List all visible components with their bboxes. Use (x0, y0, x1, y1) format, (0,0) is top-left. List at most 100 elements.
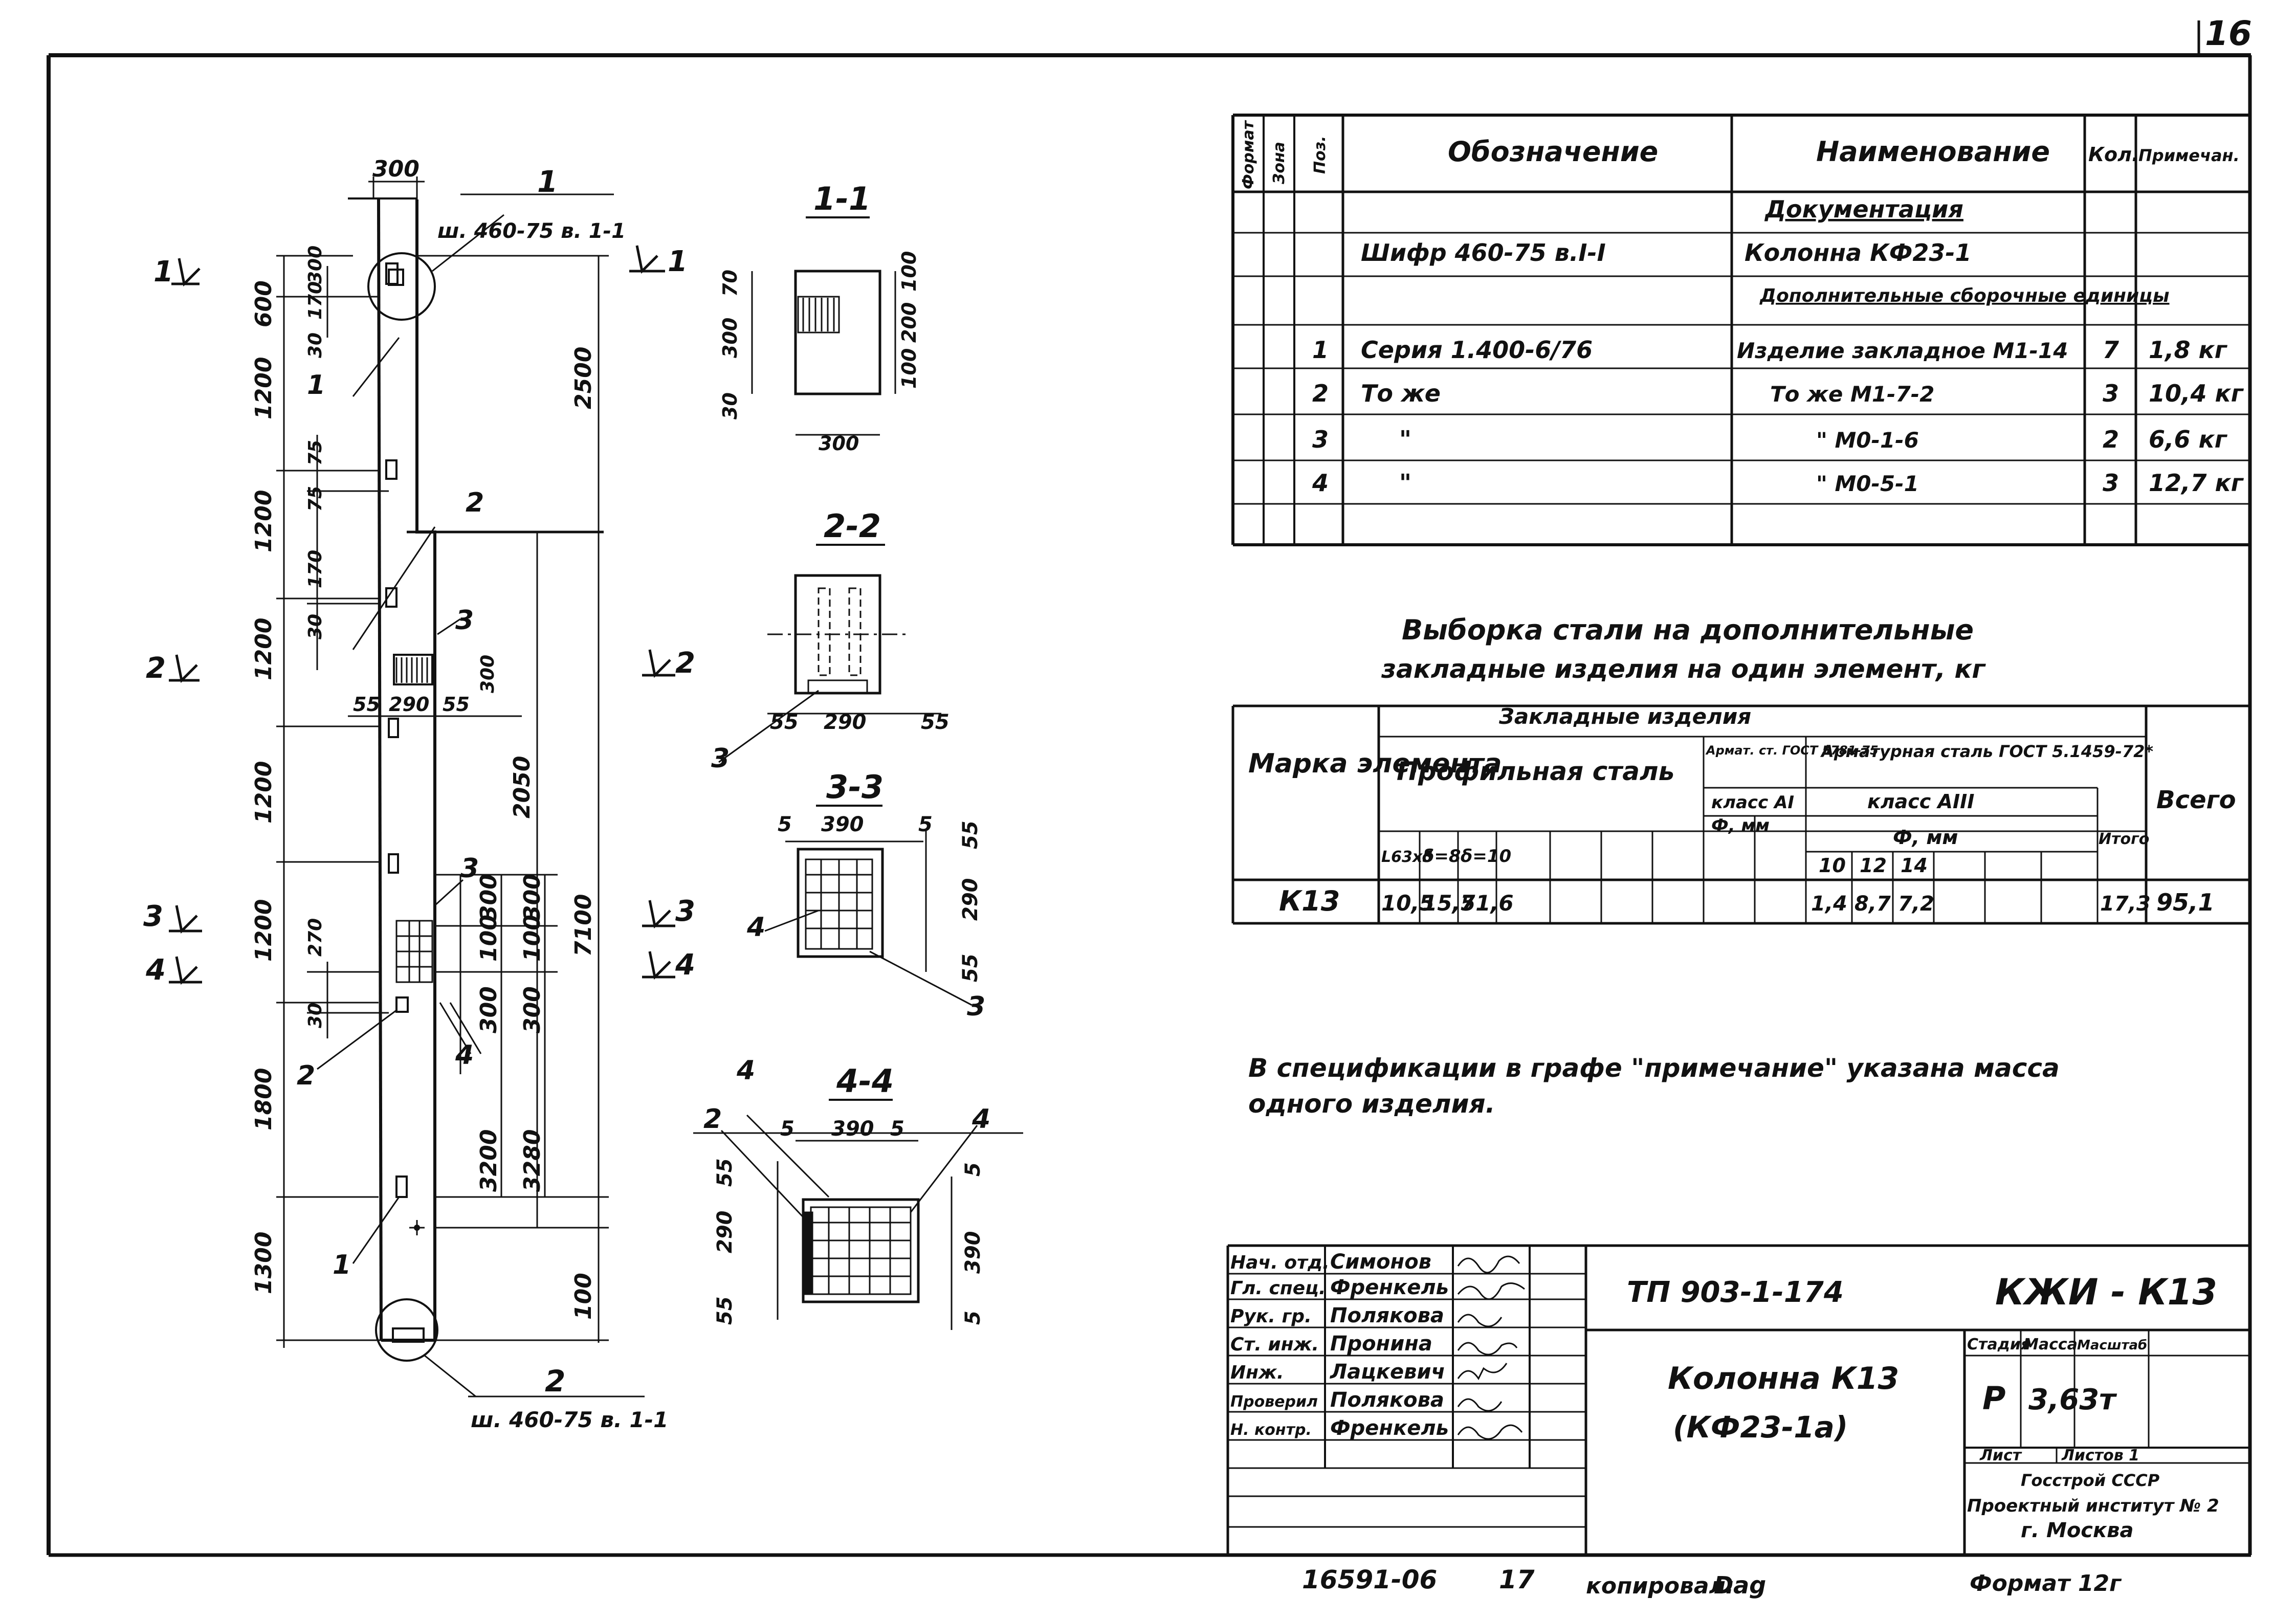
tb-name-6: Полякова (1330, 1388, 1444, 1412)
spec-header-designation: Обозначение (1448, 136, 1658, 168)
s22-dim-55-right: 55 (921, 711, 950, 734)
callout-2-reference: ш. 460-75 в. 1-1 (471, 1407, 668, 1432)
tb-name-4: Пронина (1330, 1332, 1432, 1356)
dim-left-1200-a: 1200 (251, 357, 277, 419)
steel-header-rebar-class: класс АIII (1867, 790, 1974, 813)
tb-header-mass: Масса (2023, 1336, 2078, 1354)
tb-mass: 3,63т (2028, 1383, 2117, 1416)
spec-row-5-name: То же М1-7-2 (1770, 382, 1934, 407)
dim-left-1200-d: 1200 (251, 761, 277, 824)
tb-sheet-label: Лист (1979, 1447, 2022, 1465)
dim-75-a: 75 (305, 440, 326, 465)
tb-role-6: Проверил (1230, 1393, 1318, 1411)
steel-header-mark: Марка элемента (1248, 748, 1502, 779)
section-mark-2-left: 2 (146, 652, 166, 685)
spec-row-4-qty: 7 (2103, 336, 2119, 364)
s44-dim-5-right: 5 (890, 1117, 904, 1141)
tb-org-1: Госстрой СССР (2021, 1471, 2160, 1490)
dim-left-1200-c: 1200 (251, 618, 277, 680)
spec-row-6-name: " М0-1-6 (1816, 428, 1919, 453)
dim-2050: 2050 (509, 756, 535, 818)
steel-header-embedded: Закладные изделия (1498, 704, 1751, 729)
section-4-4: 4-4 5 390 5 55 290 55 5 390 5 4 (693, 1055, 1023, 1330)
section-mark-4-right: 4 (675, 948, 695, 982)
steel-row-vsego: 95,1 (2156, 889, 2215, 916)
steel-row-mark: К13 (1279, 885, 1340, 917)
dim-100-a: 100 (476, 915, 502, 962)
embedded-plate-pos3 (393, 654, 433, 685)
position-2-bottom: 2 (297, 1060, 315, 1091)
dim-30-a: 30 (305, 332, 326, 358)
footer-copied-signature: Dag (1714, 1571, 1766, 1599)
spec-row-2-designation: Шифр 460-75 в.I-I (1361, 239, 1606, 267)
position-1-bottom: 1 (333, 1250, 351, 1280)
spec-row-5-poz: 2 (1312, 380, 1329, 407)
tb-sheets-label: Листов 1 (2061, 1447, 2139, 1465)
s44-dim-390-right: 390 (961, 1231, 985, 1274)
spec-row-4-name: Изделие закладное М1-14 (1737, 338, 2068, 363)
steel-title-line-2: закладные изделия на один элемент, кг (1381, 654, 1986, 684)
note-line-1: В спецификации в графе "примечание" указ… (1248, 1053, 2060, 1083)
tb-role-7: Н. контр. (1230, 1421, 1312, 1439)
s44-dim-5-top-right: 5 (961, 1162, 985, 1177)
section-2-2: 2-2 55 290 55 3 (711, 507, 950, 774)
dim-3200: 3200 (476, 1129, 502, 1192)
spec-row-2-name: Колонна КФ23-1 (1745, 239, 1971, 267)
sheet-footer: 16591-06 17 копировал: Dag Формат 12г (1302, 1565, 2122, 1599)
s11-dim-100-top: 100 (898, 251, 920, 292)
tb-project: ТП 903-1-174 (1627, 1276, 1844, 1309)
tb-code: КЖИ - К13 (1995, 1271, 2217, 1313)
dim-170-b: 170 (305, 550, 326, 588)
spec-row-7-poz: 4 (1312, 469, 1329, 497)
dim-300-b: 300 (519, 874, 545, 921)
dim-75-b: 75 (305, 486, 326, 512)
s33-dim-5-right: 5 (918, 813, 933, 836)
spec-row-6-qty: 2 (2103, 426, 2119, 453)
s44-dim-5-left: 5 (780, 1117, 794, 1141)
footer-copied-label: копировал: (1586, 1573, 1734, 1599)
spec-row-6-note: 6,6 кг (2149, 426, 2228, 453)
tb-role-3: Рук. гр. (1230, 1306, 1312, 1327)
section-mark-1-left: 1 (153, 255, 173, 289)
note-line-2: одного изделия. (1248, 1089, 1495, 1119)
s33-position-4: 4 (746, 912, 765, 943)
s44-dim-5-bottom-right: 5 (961, 1311, 985, 1325)
s22-dim-290: 290 (824, 711, 867, 734)
dim-300-top-left: 300 (305, 246, 326, 284)
tb-role-5: Инж. (1230, 1362, 1284, 1383)
s44-dim-55-top: 55 (713, 1158, 737, 1187)
section-1-1-title: 1-1 (813, 180, 871, 217)
section-1-1: 1-1 70 300 30 100 200 100 300 (719, 180, 920, 455)
s11-dim-200: 200 (898, 302, 920, 343)
steel-header-armat-class: класс АI (1711, 792, 1794, 813)
steel-header-vsego: Всего (2156, 786, 2236, 814)
s33-position-3: 3 (967, 991, 985, 1022)
spec-header-format: Формат (1240, 120, 1257, 189)
dim-300-c: 300 (476, 986, 502, 1033)
tb-signatures (1457, 1255, 1525, 1440)
tb-stage: Р (1982, 1380, 2005, 1417)
dim-left-1200-e: 1200 (251, 899, 277, 962)
steel-header-armat: Армат. ст. ГОСТ 5781-75 (1705, 743, 1879, 758)
dim-100-bottom: 100 (570, 1273, 597, 1320)
spec-row-4-designation: Серия 1.400-6/76 (1361, 336, 1593, 364)
tb-name-2: Френкель (1330, 1276, 1449, 1299)
spec-header-qty: Кол. (2088, 143, 2139, 166)
spec-row-4-poz: 1 (1312, 336, 1329, 364)
section-mark-1-right: 1 (668, 245, 688, 278)
spec-header-zone: Зона (1270, 142, 1288, 185)
dim-300-plate3: 300 (477, 655, 498, 693)
section-mark-3-right: 3 (675, 895, 695, 928)
steel-row-r14: 7,2 (1898, 892, 1934, 916)
specification-table: Формат Зона Поз. Обозначение Наименовани… (1231, 114, 2250, 546)
dim-55-right: 55 (443, 693, 470, 716)
s33-dim-5-left: 5 (778, 813, 792, 836)
steel-row-r10: 1,4 (1811, 892, 1847, 916)
steel-selection: Выборка стали на дополнительные закладны… (1231, 614, 2250, 925)
steel-header-rebar: Арматурная сталь ГОСТ 5.1459-72* (1820, 742, 2153, 761)
callout-1-reference: ш. 460-75 в. 1-1 (437, 219, 626, 243)
s44-dim-55-bottom: 55 (713, 1296, 737, 1325)
spec-row-7-qty: 3 (2103, 469, 2119, 497)
spec-row-5-designation: То же (1361, 380, 1441, 407)
footer-format: Формат 12г (1970, 1570, 2122, 1596)
